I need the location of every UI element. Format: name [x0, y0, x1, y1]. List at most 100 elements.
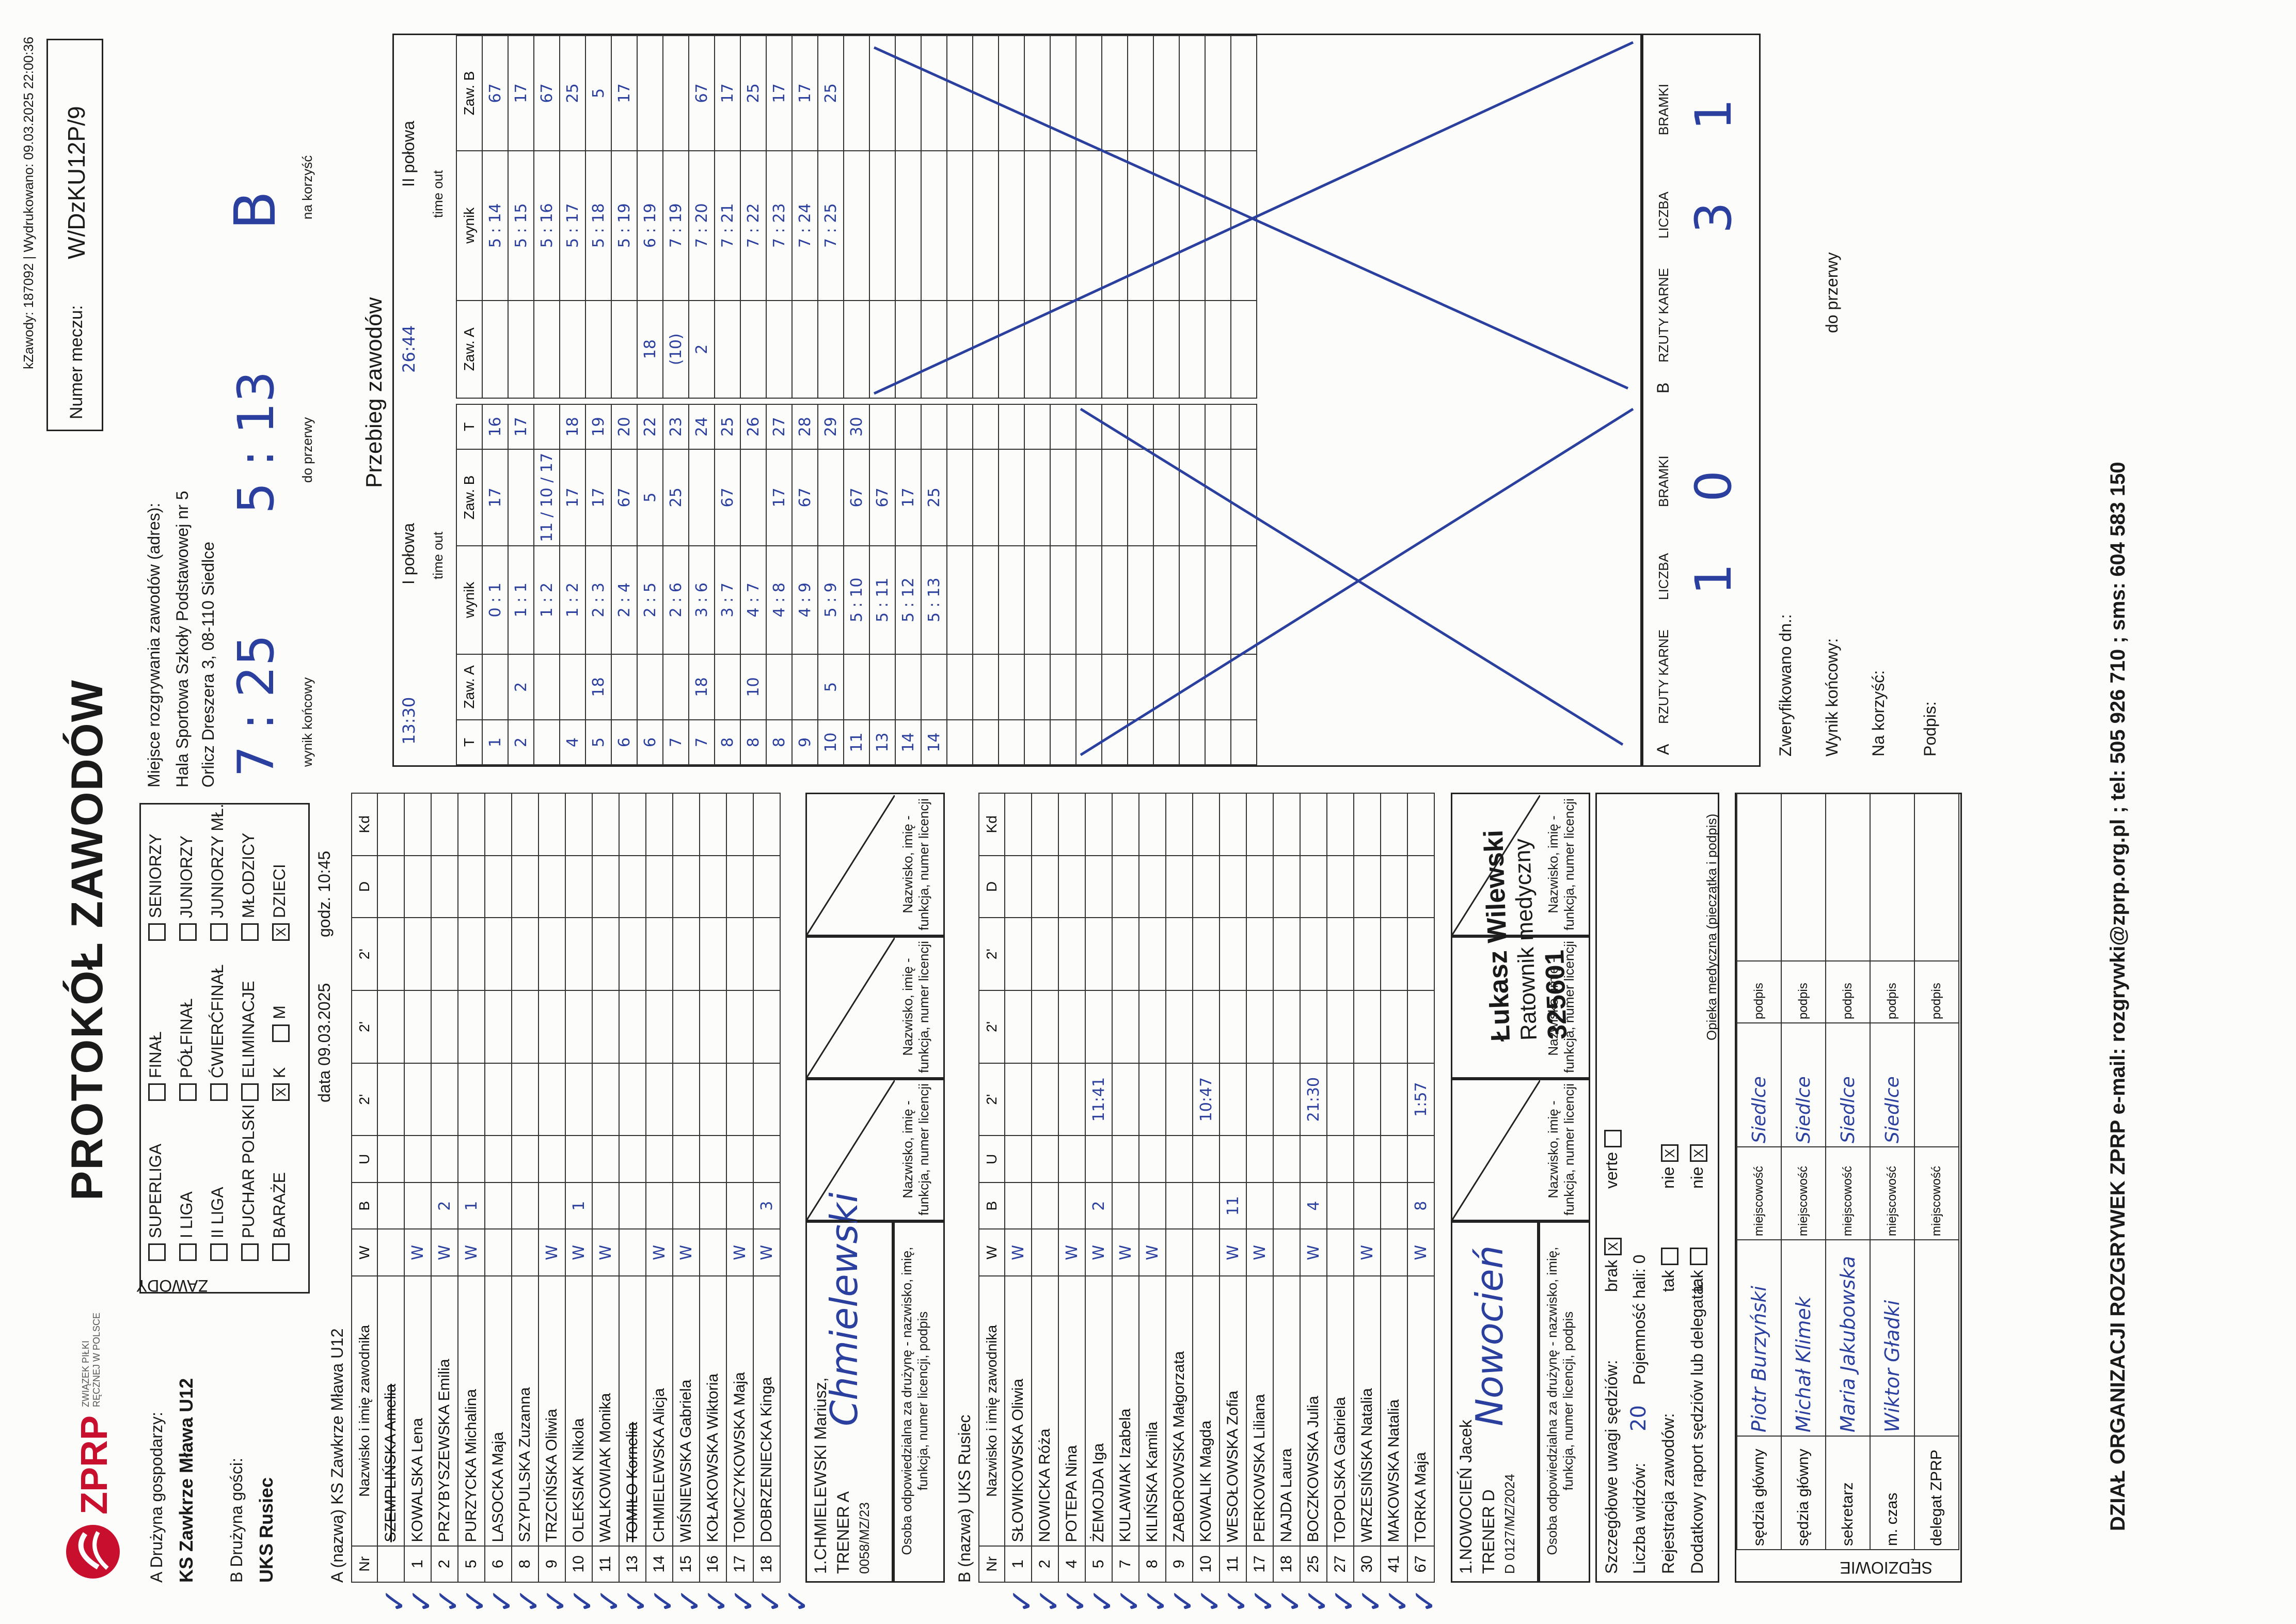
official-signature[interactable] [1914, 794, 1959, 961]
player-goals: 11 [1220, 1182, 1246, 1229]
penalty-cell [700, 855, 726, 918]
penalty-cell [673, 855, 700, 918]
penalty-cell [1273, 918, 1300, 991]
guest-team: UKS Rusiec [256, 1477, 277, 1583]
team-a-official-1: Nazwisko, imię - funkcja, numer licencji [805, 1079, 945, 1221]
competition-ii-liga[interactable]: II LIGA [208, 1104, 239, 1261]
penalty-cell [1300, 990, 1327, 1063]
guest-label: B Drużyna gości: [227, 1458, 246, 1583]
gender-m-checkbox[interactable] [272, 1024, 290, 1042]
category-children[interactable]: XDZIECI [270, 803, 301, 941]
player-suspension-1 [1354, 1063, 1381, 1136]
official-signature[interactable] [1826, 794, 1870, 961]
player-suspension-1 [1220, 1063, 1246, 1136]
penalty-cell [592, 793, 619, 856]
player-suspension-1 [646, 1063, 673, 1136]
registration-no[interactable]: nie X [1659, 1139, 1679, 1189]
stage-semifinal[interactable]: PÓŁFINAŁ [177, 965, 208, 1101]
check-mark-icon: ✓ [1407, 1587, 1443, 1614]
penalty-cell [431, 855, 458, 918]
penalty-cell [1381, 990, 1407, 1063]
category-junior-minor[interactable]: JUNIORZY MŁ. [208, 803, 239, 941]
progress-box: 13:30 I połowa 26:44 II połowa time out … [392, 34, 1642, 767]
penalties-b-label: B [1654, 382, 1672, 393]
penalty-cell [512, 918, 539, 991]
player-goals: 8 [1407, 1182, 1434, 1229]
halftime-result: 5 : 13 [227, 371, 285, 514]
footer-contact: DZIAŁ ORGANIZACJI ROZGRYWEK ZPRP e-mail:… [2107, 462, 2129, 1531]
player-number: 27 [1327, 1546, 1354, 1582]
penalty-cell [1327, 855, 1354, 918]
official-name: Michał Klimek [1781, 1240, 1826, 1436]
penalty-cell [1193, 793, 1220, 856]
registration-yes[interactable]: tak [1659, 1242, 1679, 1292]
official-signature[interactable] [1737, 794, 1781, 961]
player-warning [673, 1136, 700, 1182]
player-warning [1354, 1136, 1381, 1182]
category-youth[interactable]: MŁODZICY [239, 803, 270, 941]
brak-checkbox[interactable]: X [1604, 1237, 1622, 1255]
category-juniors[interactable]: JUNIORZY [177, 803, 208, 941]
player-warning [1193, 1136, 1220, 1182]
competition-superliga[interactable]: SUPERLIGA [146, 1104, 177, 1261]
print-note: kZawody: 187092 | Wydrukowano: 09.03.202… [21, 37, 36, 369]
player-name: BOCZKOWSKA Julia [1300, 1275, 1327, 1546]
verte-checkbox[interactable] [1604, 1129, 1622, 1147]
gender-row[interactable]: XK M [270, 965, 301, 1101]
official-signature[interactable] [1781, 794, 1826, 961]
player-suspension-1 [1166, 1063, 1193, 1136]
sign-label: podpis [1781, 961, 1826, 1023]
player-number: 1 [404, 1546, 431, 1582]
venue-label: Miejsce rozgrywania zawodów (adres): [145, 502, 163, 787]
team-a-coach-role: TRENER A [834, 1491, 852, 1574]
sign-label: podpis [1737, 961, 1781, 1023]
team-b-coach-signature: Nowocień [1468, 1245, 1511, 1426]
player-number: 9 [1166, 1546, 1193, 1582]
venue-line-2: Orlicz Dreszera 3, 08-110 Siedlce [199, 541, 217, 787]
player-number: 18 [1273, 1546, 1300, 1582]
competition-puchar[interactable]: PUCHAR POLSKI [239, 1104, 270, 1261]
category-seniors[interactable]: SENIORZY [146, 803, 177, 941]
brak-option[interactable]: brak X [1602, 1233, 1622, 1292]
penalty-cell [1058, 855, 1085, 918]
player-name: PURZYCKA Michalina [458, 1275, 485, 1546]
verte-option[interactable]: verte [1602, 1125, 1622, 1189]
penalty-cell [1085, 918, 1112, 991]
player-suspension-1 [1381, 1063, 1407, 1136]
stage-eliminations[interactable]: ELIMINACJE [239, 965, 270, 1101]
player-warning [1112, 1136, 1139, 1182]
player-warning [1085, 1136, 1112, 1182]
gender-k-checkbox[interactable]: X [272, 1083, 290, 1101]
penalty-cell [1112, 793, 1139, 856]
player-w: W [1005, 1229, 1032, 1276]
team-a-heading: A (nazwa) KS Zawkrze Mława U12 [328, 1328, 346, 1583]
penalty-cell [1407, 918, 1434, 991]
player-warning [377, 1136, 404, 1182]
player-warning [1327, 1136, 1354, 1182]
competition-i-liga[interactable]: I LIGA [177, 1104, 208, 1261]
report-no[interactable]: nie X [1688, 1139, 1707, 1189]
player-w [1327, 1229, 1354, 1276]
penalty-cell [404, 990, 431, 1063]
stage-quarterfinal[interactable]: ĆWIERĆFINAŁ [208, 965, 239, 1101]
report-yes[interactable]: tak [1688, 1242, 1707, 1292]
competition-baraze[interactable]: BARAŻE [270, 1104, 301, 1261]
official-place: Siedlce [1737, 1023, 1781, 1147]
penalty-cell [1220, 990, 1246, 1063]
player-w: W [1407, 1229, 1434, 1276]
official-signature[interactable] [1870, 794, 1914, 961]
player-goals: 1 [565, 1182, 592, 1229]
official-role: sędzia główny [1737, 1436, 1781, 1550]
registration-label: Rejestracja zawodów: [1659, 1413, 1677, 1574]
stage-final[interactable]: FINAŁ [146, 965, 177, 1101]
